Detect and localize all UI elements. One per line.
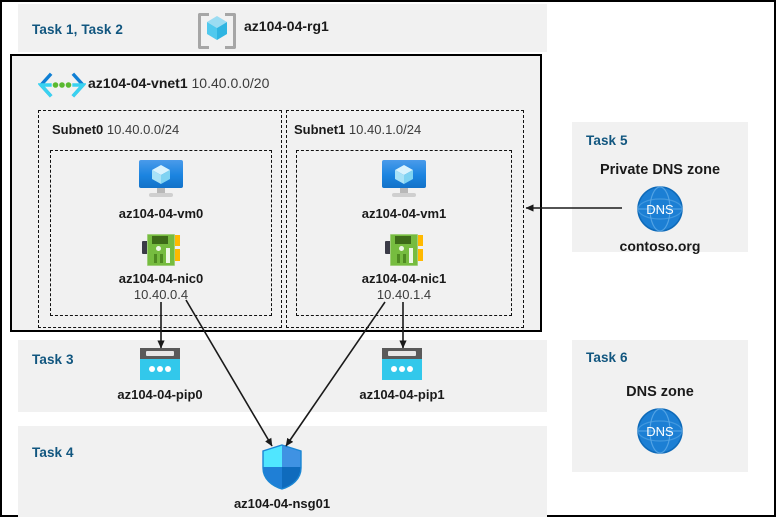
nsg-label: az104-04-nsg01 bbox=[233, 496, 331, 511]
virtual-machine-icon bbox=[381, 160, 427, 198]
private-dns-zone-node[interactable]: DNS contoso.org bbox=[600, 186, 720, 254]
subnet-0-prefix: 10.40.0.0/24 bbox=[106, 122, 180, 137]
subnet-1-box bbox=[286, 110, 524, 328]
subnet-0-name: Subnet0 bbox=[52, 122, 104, 137]
pip1-label: az104-04-pip1 bbox=[359, 387, 445, 402]
resource-group-cube-icon bbox=[207, 16, 227, 40]
nic0-ip: 10.40.0.4 bbox=[133, 286, 189, 302]
nic1-ip: 10.40.1.4 bbox=[376, 286, 432, 302]
pip0-label: az104-04-pip0 bbox=[117, 387, 203, 402]
virtual-network-address-space: 10.40.0.0/20 bbox=[191, 75, 270, 91]
dns-zone-node[interactable]: DNS bbox=[600, 408, 720, 459]
dns-zone-icon: DNS bbox=[637, 408, 683, 454]
dns-zone-heading: DNS zone bbox=[626, 384, 694, 400]
vm0-label: az104-04-vm0 bbox=[118, 206, 204, 221]
vm1-node[interactable]: az104-04-vm1 bbox=[344, 160, 464, 222]
panel-task3 bbox=[18, 340, 547, 412]
virtual-network-name: az104-04-vnet1 bbox=[88, 75, 188, 91]
subnet-0-box bbox=[38, 110, 282, 328]
subnet-1-title: Subnet1 10.40.1.0/24 bbox=[294, 122, 421, 137]
subnet-1-prefix: 10.40.1.0/24 bbox=[348, 122, 422, 137]
nic1-node[interactable]: az104-04-nic1 10.40.1.4 bbox=[344, 233, 464, 303]
subnet-1-name: Subnet1 bbox=[294, 122, 346, 137]
vm1-label: az104-04-vm1 bbox=[361, 206, 447, 221]
virtual-network-title: az104-04-vnet1 10.40.0.0/20 bbox=[88, 75, 269, 91]
task-label-1-2: Task 1, Task 2 bbox=[32, 22, 123, 37]
task-label-5: Task 5 bbox=[586, 133, 628, 148]
dns-icon-text: DNS bbox=[646, 424, 674, 439]
panel-task1-task2 bbox=[18, 4, 547, 52]
dns-icon-text: DNS bbox=[646, 202, 674, 217]
subnet-1-host-box bbox=[296, 150, 512, 316]
private-dns-zone-name: contoso.org bbox=[619, 238, 701, 254]
pip0-node[interactable]: az104-04-pip0 bbox=[100, 348, 220, 403]
nic0-label: az104-04-nic0 bbox=[118, 271, 204, 286]
private-dns-zone-heading: Private DNS zone bbox=[599, 162, 721, 178]
public-ip-icon bbox=[140, 348, 180, 380]
task-label-3: Task 3 bbox=[32, 352, 74, 367]
virtual-network-box bbox=[10, 54, 542, 332]
network-interface-icon bbox=[142, 233, 180, 266]
resource-group-name: az104-04-rg1 bbox=[244, 18, 329, 34]
nic1-label: az104-04-nic1 bbox=[361, 271, 447, 286]
public-ip-icon bbox=[382, 348, 422, 380]
nsg-node[interactable]: az104-04-nsg01 bbox=[222, 444, 342, 512]
pip1-node[interactable]: az104-04-pip1 bbox=[342, 348, 462, 403]
network-interface-icon bbox=[385, 233, 423, 266]
resource-group-icon bbox=[198, 11, 236, 49]
virtual-network-icon bbox=[37, 72, 87, 98]
subnet-0-title: Subnet0 10.40.0.0/24 bbox=[52, 122, 179, 137]
network-security-group-icon bbox=[261, 444, 303, 490]
task-label-4: Task 4 bbox=[32, 445, 74, 460]
task-label-6: Task 6 bbox=[586, 350, 628, 365]
nic0-node[interactable]: az104-04-nic0 10.40.0.4 bbox=[101, 233, 221, 303]
virtual-machine-icon bbox=[138, 160, 184, 198]
vm0-node[interactable]: az104-04-vm0 bbox=[101, 160, 221, 222]
dns-zone-icon: DNS bbox=[637, 186, 683, 232]
